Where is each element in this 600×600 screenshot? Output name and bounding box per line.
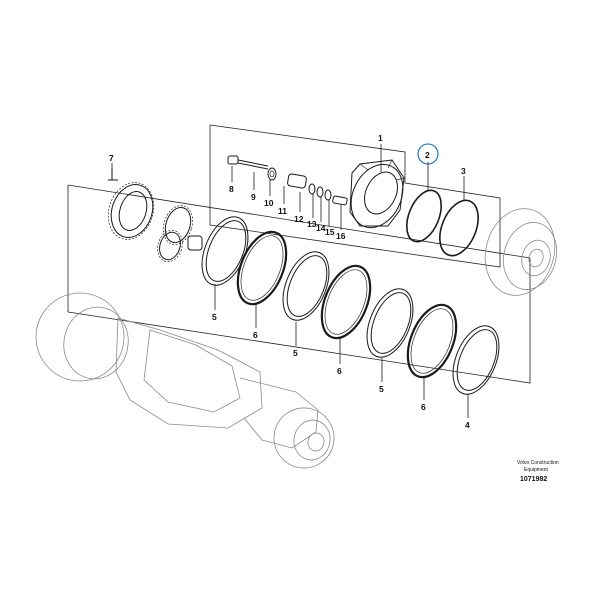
label-13: 13 — [307, 219, 317, 229]
label-2: 2 — [425, 150, 430, 160]
part-7-screw — [108, 168, 118, 181]
disc-5b — [282, 251, 330, 321]
label-16: 16 — [336, 231, 346, 241]
label-11: 11 — [278, 206, 287, 216]
brand-line-2: Equipment — [524, 467, 549, 473]
label-6a: 6 — [253, 330, 258, 340]
planet-gear-set — [157, 205, 203, 263]
axle-housing — [35, 292, 335, 469]
wheel-hub — [484, 208, 558, 296]
small-parts-row — [227, 155, 348, 206]
upper-frame — [209, 124, 501, 268]
ring-gear — [107, 182, 155, 240]
callout-labels: 1 2 3 7 8 9 10 11 12 13 14 15 16 5 6 5 6… — [109, 133, 470, 430]
disc-4-end-plate — [452, 325, 500, 395]
label-4: 4 — [465, 420, 470, 430]
label-6c: 6 — [421, 402, 426, 412]
disc-5c — [366, 288, 414, 358]
drawing-number: 1071982 — [520, 476, 547, 483]
part-3-o-ring — [439, 199, 479, 257]
disc-6c — [406, 303, 458, 379]
brand-line-1: Volvo Construction — [517, 460, 559, 466]
label-10: 10 — [264, 198, 274, 208]
label-9: 9 — [251, 192, 256, 202]
part-2-o-ring — [406, 189, 442, 243]
label-7: 7 — [109, 153, 114, 163]
disc-6b — [320, 264, 372, 340]
label-1: 1 — [378, 133, 383, 143]
label-14: 14 — [316, 223, 326, 233]
disc-frame — [67, 184, 531, 384]
label-5a: 5 — [212, 312, 217, 322]
leader-lines — [111, 144, 469, 418]
label-15: 15 — [325, 227, 335, 237]
label-12: 12 — [294, 214, 304, 224]
label-6b: 6 — [337, 366, 342, 376]
label-5c: 5 — [379, 384, 384, 394]
label-3: 3 — [461, 166, 466, 176]
disc-6a — [236, 230, 288, 306]
label-8: 8 — [229, 184, 234, 194]
corner-branding: Volvo Construction Equipment 1071982 — [517, 460, 559, 483]
label-5b: 5 — [293, 348, 298, 358]
part-1-piston-housing — [349, 159, 405, 229]
